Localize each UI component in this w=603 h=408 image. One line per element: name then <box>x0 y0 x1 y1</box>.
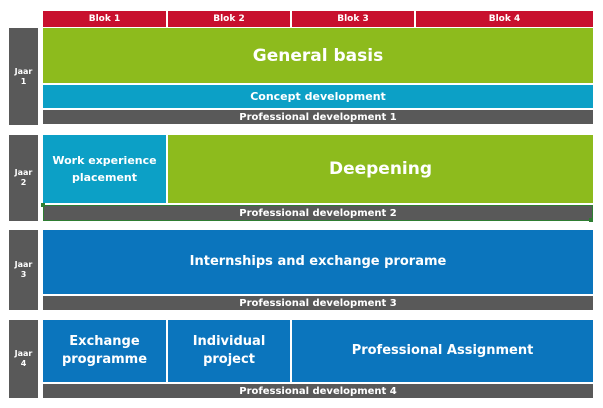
year-label-1-text: Jaar <box>14 66 33 76</box>
exchange-line2: programme <box>61 352 148 367</box>
block-header-3: Blok 3 <box>292 11 414 27</box>
individual-line2: project <box>203 352 255 367</box>
professional-development-4: Professional development 4 <box>43 384 593 398</box>
professional-development-3: Professional development 3 <box>43 296 593 310</box>
work-experience-line2: placement <box>71 171 138 184</box>
individual-project: Individual project <box>168 320 290 382</box>
concept-development: Concept development <box>43 85 593 108</box>
deepening: Deepening <box>168 135 593 203</box>
block-header-1: Blok 1 <box>43 11 166 27</box>
general-basis: General basis <box>43 28 593 83</box>
year-label-4-text: Jaar <box>14 349 33 358</box>
internships-exchange: Internships and exchange prorame <box>43 230 593 294</box>
year-label-3-text: Jaar <box>14 260 33 269</box>
exchange-line1: Exchange <box>69 334 140 349</box>
exchange-programme: Exchange programme <box>43 320 166 382</box>
individual-line1: Individual <box>192 334 266 349</box>
block-header-4: Blok 4 <box>416 11 593 27</box>
year-label-4-number: 4 <box>20 359 27 368</box>
work-experience-line1: Work experience <box>52 154 157 167</box>
professional-development-2: Professional development 2 <box>43 205 593 221</box>
year-label-2-number: 2 <box>20 178 27 187</box>
block-header-2: Blok 2 <box>168 11 290 27</box>
selection-handle <box>41 203 45 207</box>
work-experience-placement: Work experience placement <box>43 135 166 203</box>
professional-development-1: Professional development 1 <box>43 110 593 124</box>
year-label-3-number: 3 <box>20 270 27 279</box>
professional-assignment: Professional Assignment <box>292 320 593 382</box>
year-label-2-text: Jaar <box>14 168 33 177</box>
year-label-1-number: 1 <box>20 76 27 86</box>
selection-handle <box>589 218 593 222</box>
